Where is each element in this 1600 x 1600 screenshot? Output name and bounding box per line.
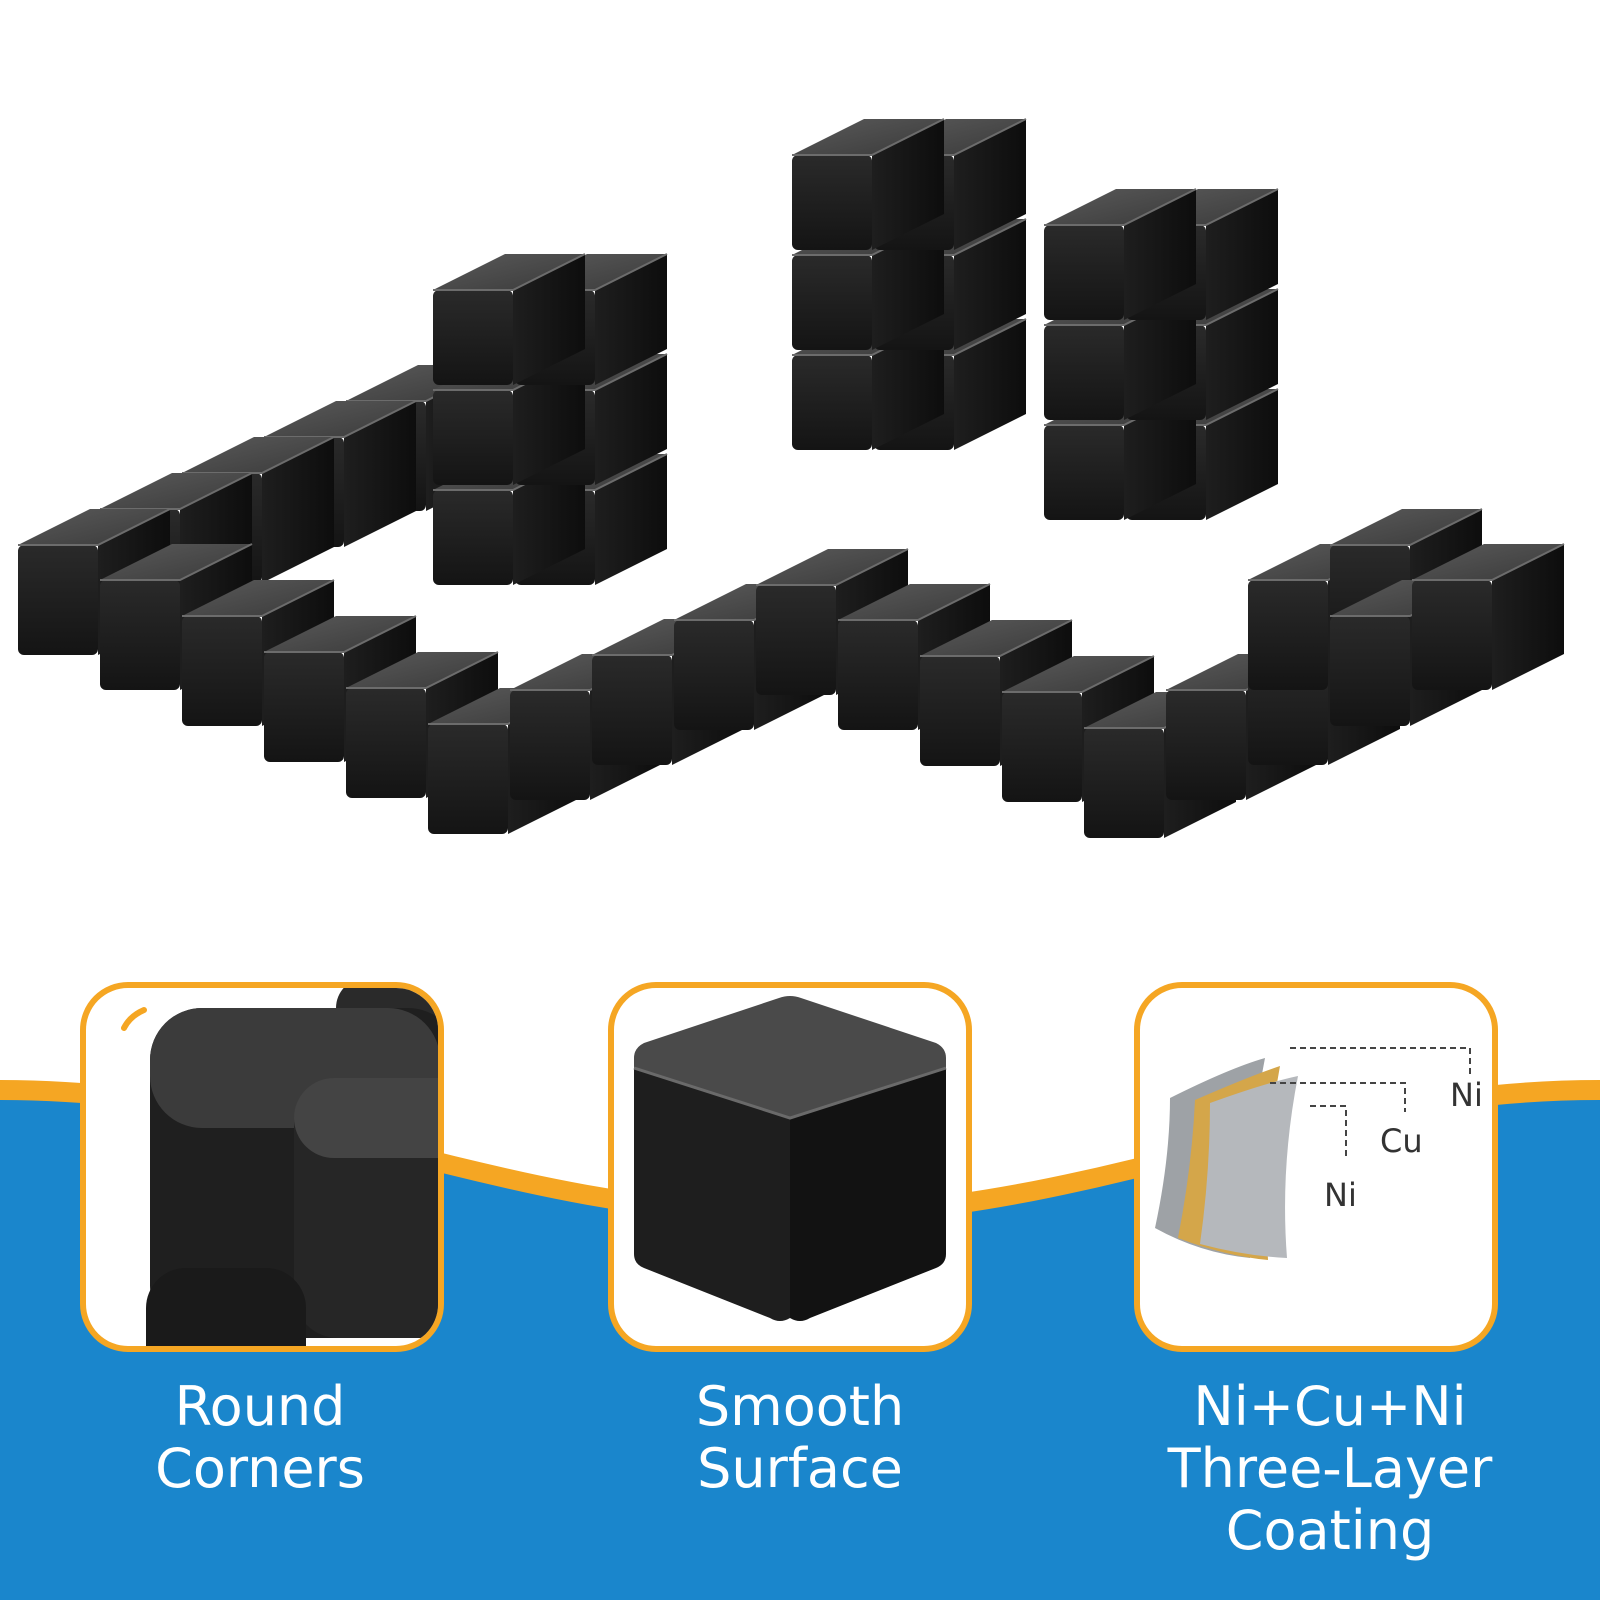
magnet-cube	[1044, 188, 1197, 320]
cube-arrangement	[18, 118, 1565, 838]
magnet-cube	[792, 118, 945, 250]
round-corners-caption: Round Corners	[0, 1376, 520, 1500]
cu-label: Cu	[1380, 1122, 1423, 1160]
magnet-cube	[433, 253, 586, 385]
round-corners-closeup-image	[121, 988, 438, 1346]
caption-line: Surface	[697, 1437, 903, 1500]
outer-ni-label: Ni	[1450, 1076, 1483, 1114]
inner-ni-label: Ni	[1324, 1176, 1357, 1214]
smooth-surface-card	[608, 982, 972, 1352]
caption-line: Coating	[1225, 1499, 1435, 1562]
caption-line: Round	[174, 1375, 346, 1438]
magnet-cube	[1412, 543, 1565, 690]
caption-line: Ni+Cu+Ni	[1193, 1375, 1467, 1438]
caption-line: Corners	[155, 1437, 365, 1500]
single-cube-image	[633, 996, 947, 1321]
coating-caption: Ni+Cu+Ni Three-Layer Coating	[1070, 1376, 1590, 1562]
coating-layers-card: Ni Cu Ni	[1134, 982, 1498, 1352]
caption-line: Smooth	[695, 1375, 905, 1438]
coating-layers-diagram	[1155, 1047, 1471, 1260]
smooth-surface-caption: Smooth Surface	[540, 1376, 1060, 1500]
round-corners-card	[80, 982, 444, 1352]
caption-line: Three-Layer	[1167, 1437, 1493, 1500]
